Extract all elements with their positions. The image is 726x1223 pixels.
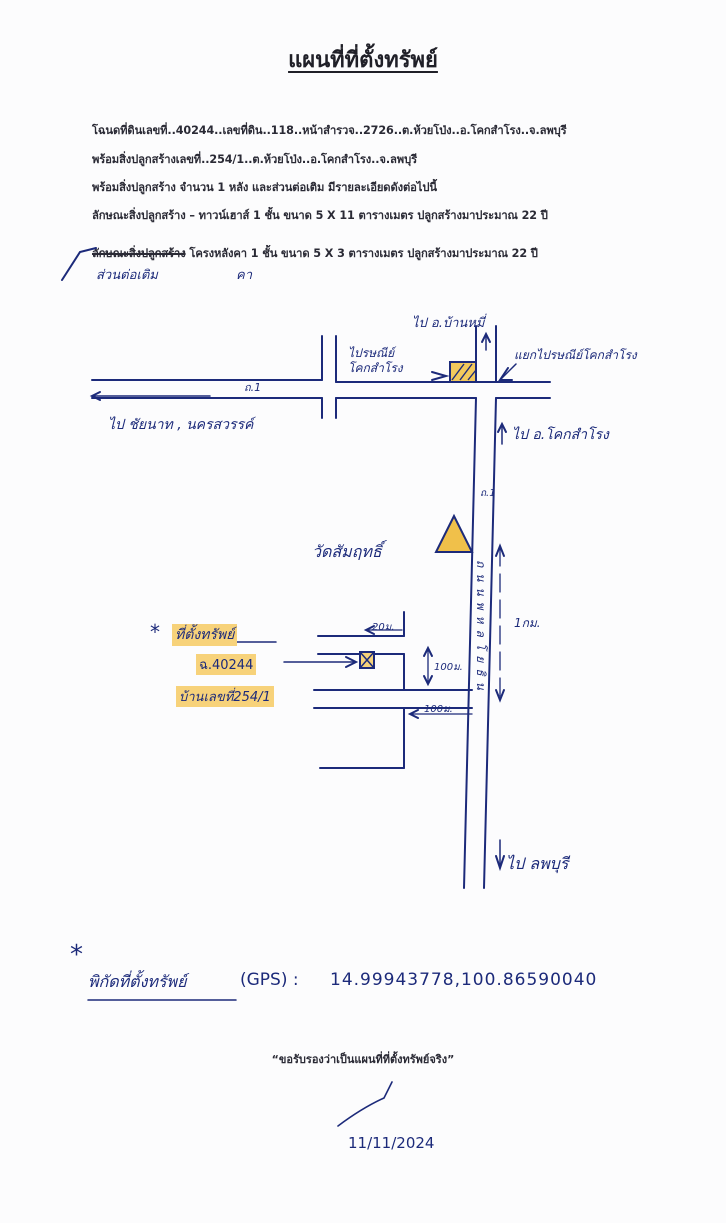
label-property: ที่ตั้งทรัพย์ — [172, 624, 238, 646]
label-to-lopburi: ไป ลพบุรี — [506, 854, 569, 873]
struck-prefix: ลักษณะสิ่งปลูกสร้าง — [92, 247, 186, 260]
building-number-line: พร้อมสิ่งปลูกสร้างเลขที่..254/1..ต.ห้วยโ… — [92, 153, 417, 166]
asterisk-gps: * — [70, 940, 83, 970]
label-distance-1km: 1กม. — [514, 616, 541, 630]
label-house-number: บ้านเลขที่254/1 — [176, 686, 274, 707]
gps-label: พิกัดที่ตั้งทรัพย์ — [88, 972, 187, 991]
extension-detail: โครงหลังคา 1 ชั้น ขนาด 5 X 3 ตารางเมตร ป… — [189, 247, 538, 260]
label-distance-100m-b: 100ม. — [424, 704, 453, 715]
gps-prefix: (GPS) : — [240, 970, 299, 990]
handwritten-correction: ส่วนต่อเติม — [96, 268, 158, 283]
main-road-left-edge — [463, 397, 477, 889]
label-road-main: ถ.1 — [480, 488, 496, 499]
label-road-top: ถ.1 — [244, 381, 262, 394]
arrow-post-office-icon — [431, 371, 450, 381]
label-post-office: ไปรษณีย์ โคกสำโรง — [348, 346, 403, 375]
label-to-ban-mi: ไป อ.บ้านหมี่ — [412, 316, 485, 331]
label-temple: วัดสัมฤทธิ์ — [312, 542, 382, 561]
label-distance-100m-a: 100ม. — [434, 662, 463, 673]
deed-line: โฉนดที่ดินเลขที่..40244..เลขที่ดิน..118.… — [92, 124, 567, 137]
building-type-line: ลักษณะสิ่งปลูกสร้าง – ทาวน์เฮาส์ 1 ชั้น … — [92, 209, 548, 222]
certification-date: 11/11/2024 — [348, 1134, 435, 1152]
label-distance-20m: 20ม. — [372, 622, 395, 633]
certification-text: “ขอรับรองว่าเป็นแผนที่ที่ตั้งทรัพย์จริง” — [271, 1053, 455, 1066]
label-to-chainat: ไป ชัยนาท , นครสวรรค์ — [108, 417, 254, 433]
handwritten-correction-2: คา — [236, 268, 252, 283]
gps-coordinates: 14.99943778,100.86590040 — [330, 970, 598, 990]
signature — [337, 1081, 393, 1127]
label-junction: แยกไปรษณีย์โคกสำโรง — [514, 348, 637, 362]
label-to-khok-samrong: ไป อ.โคกสำโรง — [512, 427, 609, 443]
page-title: แผนที่ที่ตั้งทรัพย์ — [288, 48, 438, 73]
correction-stroke — [61, 247, 97, 281]
main-road-right-edge — [483, 397, 497, 889]
label-deed: ฉ.40244 — [196, 654, 257, 675]
temple-icon — [434, 513, 474, 553]
label-road-vertical: ถนนพหลโยธิน — [474, 560, 488, 696]
building-count-line: พร้อมสิ่งปลูกสร้าง จำนวน 1 หลัง และส่วนต… — [92, 181, 437, 194]
asterisk-property: * — [150, 620, 160, 644]
extension-line: ลักษณะสิ่งปลูกสร้าง โครงหลังคา 1 ชั้น ขน… — [92, 244, 538, 262]
